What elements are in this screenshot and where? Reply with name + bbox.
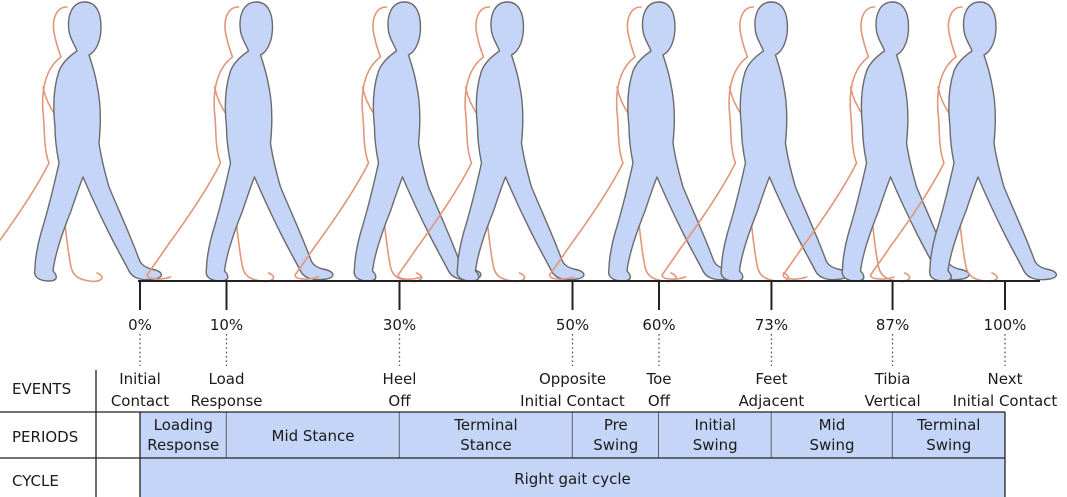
event-label: Contact <box>111 392 169 410</box>
percent-label: 60% <box>642 316 675 334</box>
event-label: Off <box>388 392 411 410</box>
row-label-periods: PERIODS <box>12 428 78 446</box>
walking-figure <box>398 2 584 281</box>
percent-label: 73% <box>755 316 788 334</box>
event-label: Initial <box>119 370 161 388</box>
period-label: Swing <box>593 436 638 454</box>
event-label: Next <box>988 370 1023 388</box>
percent-label: 87% <box>876 316 909 334</box>
event-label: Load <box>209 370 245 388</box>
period-label: Terminal <box>916 416 980 434</box>
period-label: Swing <box>810 436 855 454</box>
walking-figure <box>550 2 736 281</box>
event-label: Off <box>648 392 671 410</box>
percent-label: 100% <box>984 316 1027 334</box>
event-label: Adjacent <box>739 392 805 410</box>
event-label: Toe <box>645 370 671 388</box>
percent-label: 50% <box>556 316 589 334</box>
period-label: Mid <box>819 416 846 434</box>
event-label: Initial Contact <box>953 392 1058 410</box>
period-label: Swing <box>926 436 971 454</box>
walking-figure <box>295 2 481 281</box>
event-label: Response <box>190 392 262 410</box>
cycle-cells: Right gait cycle <box>140 458 1005 497</box>
cycle-label: Right gait cycle <box>514 470 631 488</box>
period-label: Terminal <box>453 416 517 434</box>
row-label-cycle: CYCLE <box>12 472 59 490</box>
row-label-events: EVENTS <box>12 380 71 398</box>
walking-figure <box>147 2 333 281</box>
period-label: Loading <box>154 416 213 434</box>
period-label: Initial <box>694 416 736 434</box>
event-label: Heel <box>383 370 417 388</box>
period-label: Pre <box>604 416 628 434</box>
period-label: Swing <box>693 436 738 454</box>
event-label: Feet <box>755 370 787 388</box>
event-label: Tibia <box>874 370 911 388</box>
percent-label: 10% <box>210 316 243 334</box>
percent-labels: 0% 10% 30% 50% 60% 73% 87% 100% <box>128 316 1026 334</box>
walking-figure <box>0 2 161 281</box>
period-label: Stance <box>460 436 512 454</box>
period-label: Response <box>147 436 219 454</box>
event-label: Initial Contact <box>520 392 625 410</box>
event-label: Vertical <box>864 392 920 410</box>
period-label: Mid Stance <box>272 427 355 445</box>
walking-figures <box>0 2 1056 281</box>
percent-label: 0% <box>128 316 152 334</box>
event-label: Opposite <box>539 370 606 388</box>
percent-label: 30% <box>383 316 416 334</box>
